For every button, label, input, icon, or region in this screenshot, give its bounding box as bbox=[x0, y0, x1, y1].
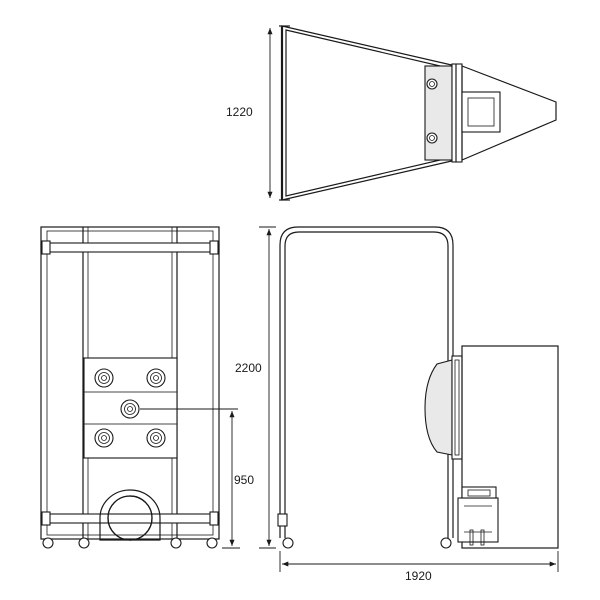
side-view-tube-frame bbox=[277, 226, 454, 538]
dimension-side-length: 1920 bbox=[279, 551, 559, 583]
side-view-motor bbox=[424, 355, 463, 460]
side-view-wheels bbox=[282, 537, 452, 549]
side-view: 2200 1920 bbox=[235, 226, 559, 583]
front-view-bottom-bar bbox=[40, 511, 220, 526]
top-view-motor-plate bbox=[424, 65, 453, 161]
side-view-fan-unit bbox=[457, 486, 499, 546]
dimension-label-950: 950 bbox=[234, 473, 254, 487]
front-view-wheels bbox=[42, 537, 218, 549]
front-view-intake-grille bbox=[99, 489, 161, 541]
dimension-label-1220: 1220 bbox=[226, 105, 253, 119]
front-view-motor-panel bbox=[83, 357, 178, 459]
top-view: 1220 bbox=[226, 25, 557, 201]
front-view-top-bar bbox=[40, 240, 220, 255]
dimension-front-inlet: 950 bbox=[140, 408, 254, 549]
side-view-rear-box bbox=[461, 345, 559, 549]
top-view-rear-cone bbox=[461, 65, 557, 161]
top-view-frame bbox=[451, 63, 463, 163]
dimension-side-height: 2200 bbox=[235, 226, 276, 549]
dimension-top-width: 1220 bbox=[226, 27, 273, 198]
dimension-label-1920: 1920 bbox=[405, 569, 432, 583]
front-view: 950 bbox=[40, 226, 254, 549]
dimension-label-2200: 2200 bbox=[235, 361, 262, 375]
